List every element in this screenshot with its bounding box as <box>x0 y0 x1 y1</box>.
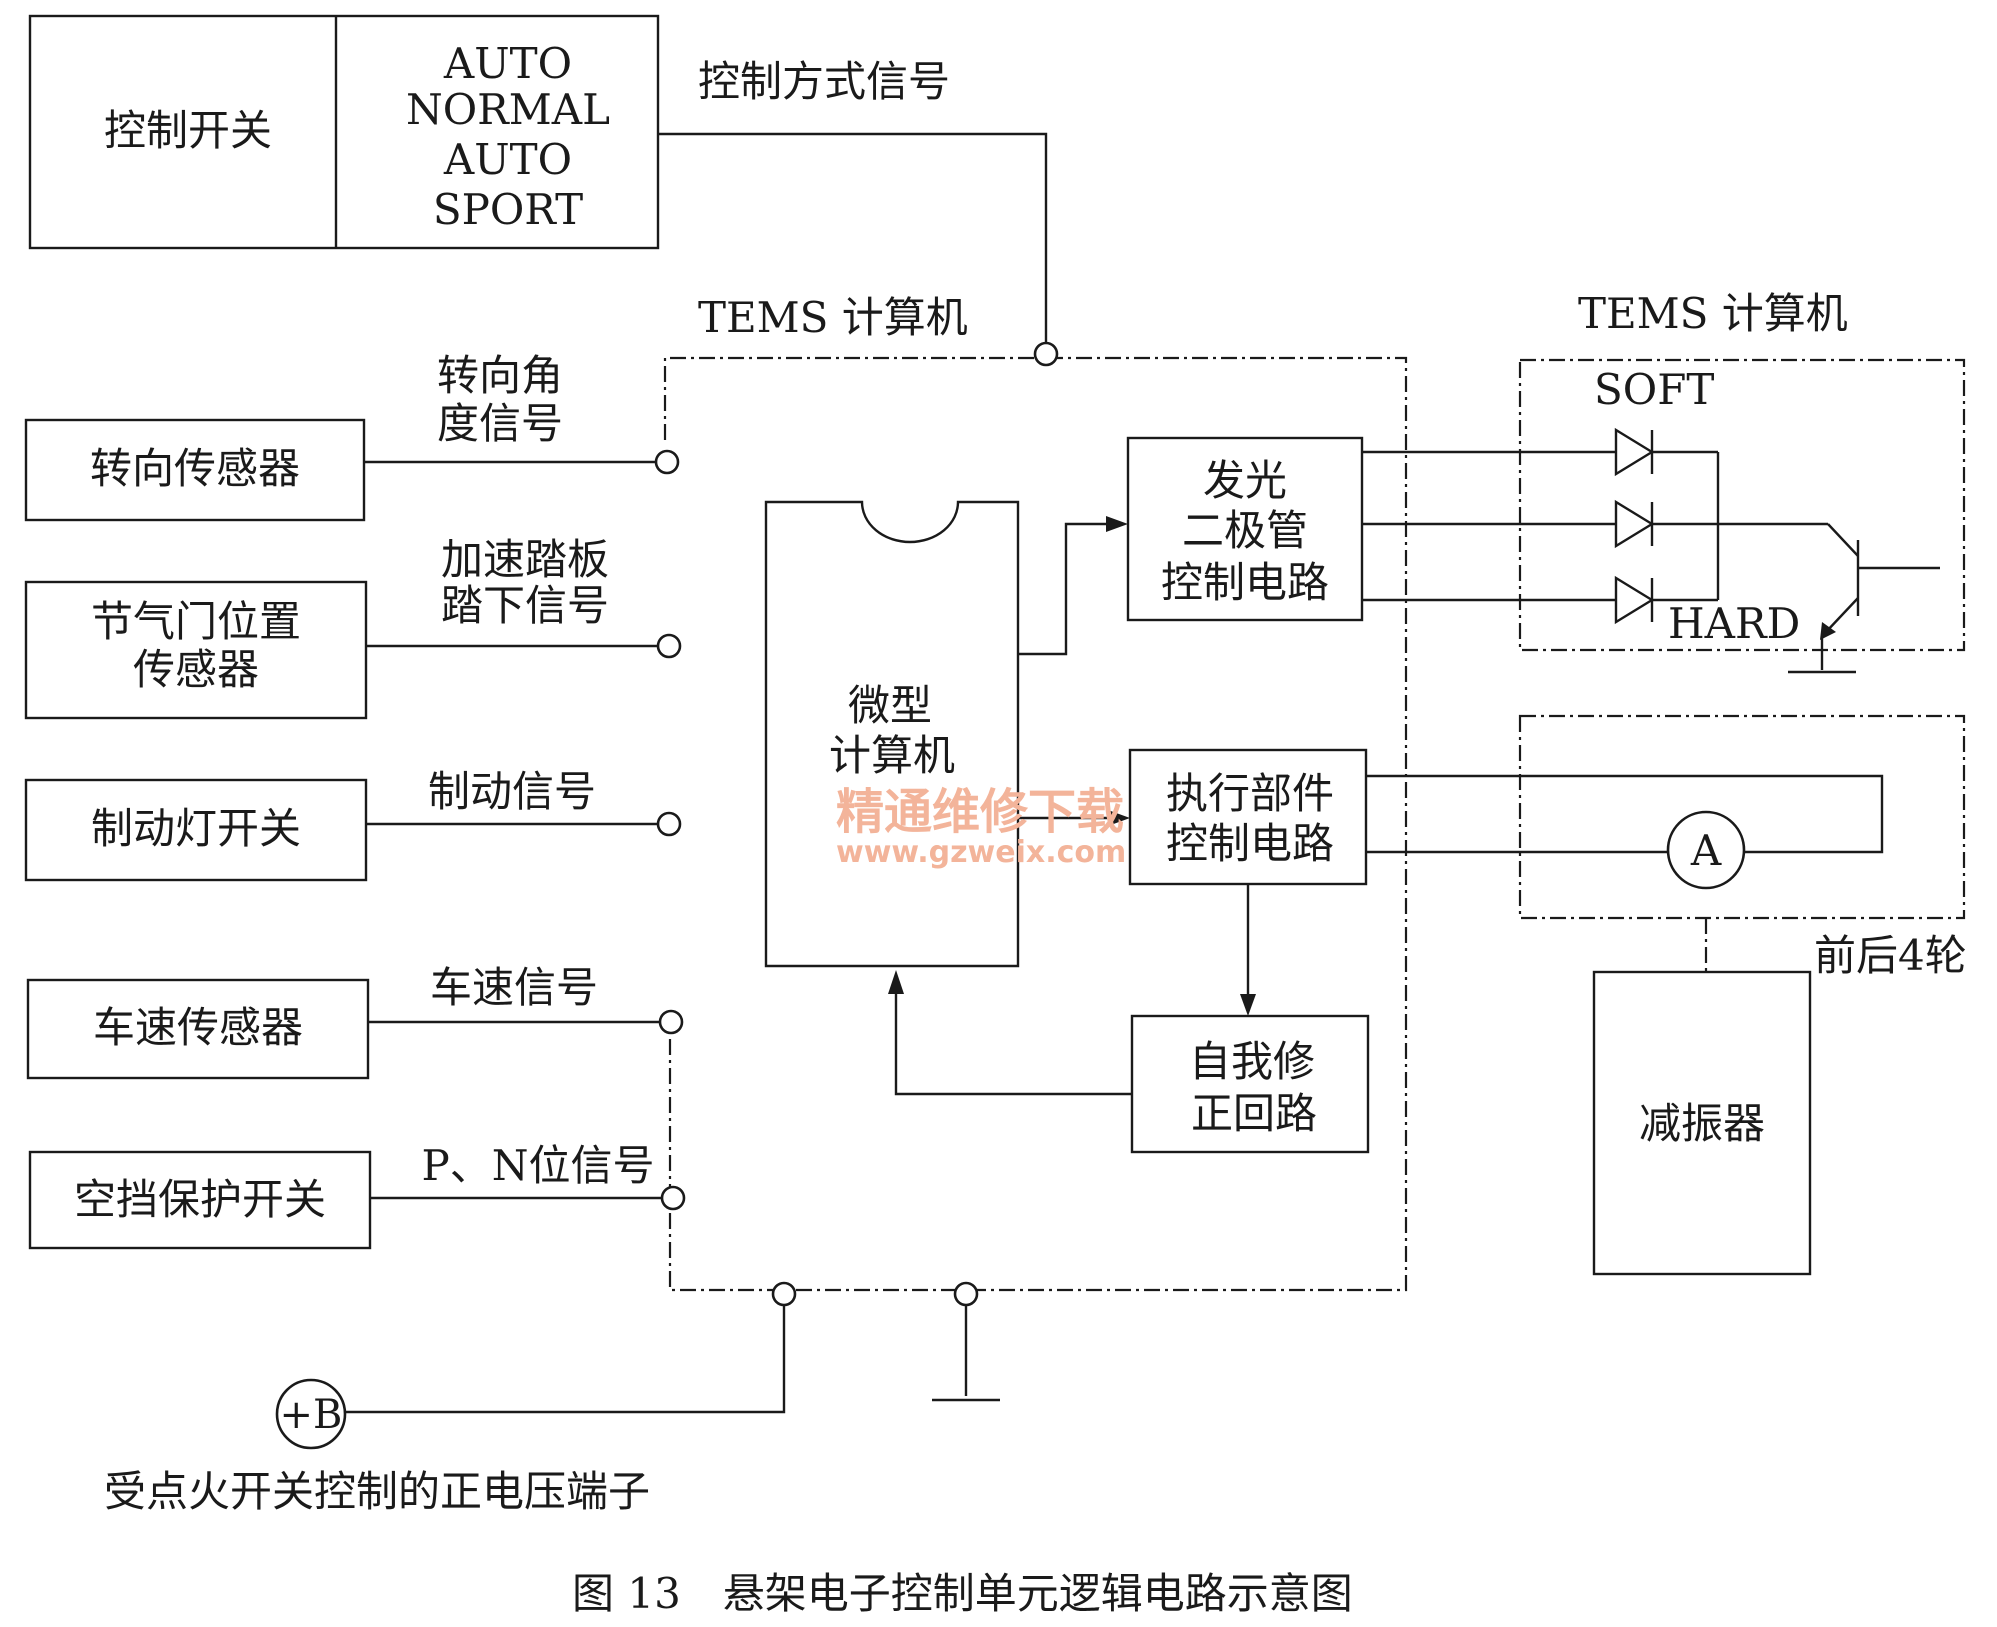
self-repair-line2: 正回路 <box>1191 1089 1317 1138</box>
accelerator-signal-line1: 加速踏板 <box>441 535 609 584</box>
actuator-boundary <box>1518 714 1966 920</box>
led-diode-2 <box>1362 499 1828 549</box>
control-switch-block: 控制开关 AUTO NORMAL AUTO SPORT <box>28 14 660 250</box>
led-diode-3 <box>1362 575 1718 625</box>
control-mode-signal-wire <box>658 132 1048 354</box>
steering-signal-line2: 度信号 <box>437 399 563 448</box>
input-brake: 制动灯开关 制动信号 <box>24 767 682 882</box>
actuator-loop-wire <box>1366 774 1884 854</box>
control-switch-label: 控制开关 <box>104 106 272 155</box>
led-control-box <box>1126 436 1364 622</box>
actuator-control-line1: 执行部件 <box>1166 769 1334 818</box>
plus-b-terminal <box>275 1378 347 1450</box>
accelerator-signal-line2: 踏下信号 <box>441 581 609 630</box>
led-transistor <box>1788 523 1940 674</box>
actuator-symbol <box>1666 810 1746 890</box>
self-repair-line1: 自我修 <box>1189 1037 1315 1086</box>
self-repair-box <box>1130 1014 1370 1154</box>
plus-b-label: +B <box>280 1392 343 1438</box>
brake-switch-box <box>24 778 368 882</box>
brake-terminal <box>656 811 682 837</box>
led-control-line1: 发光 <box>1203 456 1287 505</box>
speed-terminal <box>658 1009 684 1035</box>
damper-box <box>1592 970 1812 1276</box>
neutral-switch-label: 空挡保护开关 <box>74 1175 326 1224</box>
repair-to-micro-arrow <box>888 970 904 994</box>
brake-signal-label: 制动信号 <box>428 767 596 816</box>
neutral-switch-box <box>28 1150 372 1250</box>
steering-terminal <box>654 449 680 475</box>
led-control-circuit: 发光 二极管 控制电路 <box>1126 436 1364 622</box>
microcomputer-line1: 微型 <box>848 681 932 730</box>
throttle-terminal <box>656 633 682 659</box>
mode-normal: NORMAL <box>406 85 610 134</box>
mode-auto-1: AUTO <box>443 39 572 88</box>
hard-label: HARD <box>1668 599 1800 648</box>
control-mode-terminal <box>1033 341 1059 367</box>
speed-sensor-box <box>26 978 370 1080</box>
microcomputer-line2: 计算机 <box>829 731 955 780</box>
micro-to-actuator-arrow <box>1108 810 1130 826</box>
led-diode-1 <box>1362 427 1718 477</box>
actuator-control-circuit: 执行部件 控制电路 <box>1128 748 1368 886</box>
wheels-label: 前后4轮 <box>1814 931 1967 980</box>
input-speed: 车速传感器 车速信号 <box>26 963 684 1080</box>
steering-sensor-box <box>24 418 366 522</box>
tems-computer-title: TEMS 计算机 <box>698 293 968 342</box>
self-repair-circuit: 自我修 正回路 <box>1130 1014 1370 1154</box>
throttle-sensor-line2: 传感器 <box>133 645 259 694</box>
repair-to-micro-wire <box>894 994 1132 1096</box>
actuator-symbol-label: A <box>1690 826 1722 875</box>
mode-sport: SPORT <box>433 185 583 234</box>
power-terminal <box>771 1281 797 1307</box>
microcomputer: 微型 计算机 <box>764 500 1020 968</box>
soft-label: SOFT <box>1594 365 1714 414</box>
micro-to-led-arrow <box>1106 516 1128 532</box>
pn-signal-label: P、N位信号 <box>421 1141 654 1190</box>
input-neutral: 空挡保护开关 P、N位信号 <box>28 1141 686 1250</box>
mode-auto-2: AUTO <box>443 135 572 184</box>
watermark-text: 精通维修下载 <box>836 784 1124 840</box>
power-wire <box>346 1305 786 1414</box>
right-tems-boundary <box>1518 358 1966 652</box>
led-control-line3: 控制电路 <box>1161 558 1329 607</box>
steering-signal-line1: 转向角 <box>437 351 563 400</box>
ground-terminal <box>953 1281 979 1307</box>
actuator-control-line2: 控制电路 <box>1166 819 1334 868</box>
steering-sensor-label: 转向传感器 <box>90 444 300 493</box>
speed-sensor-label: 车速传感器 <box>93 1003 303 1052</box>
microcomputer-box <box>764 500 1020 968</box>
right-tems-title: TEMS 计算机 <box>1578 289 1848 338</box>
micro-to-led-wire <box>1018 522 1110 656</box>
speed-signal-label: 车速信号 <box>430 963 598 1012</box>
figure-caption: 图 13 悬架电子控制单元逻辑电路示意图 <box>572 1569 1353 1618</box>
damper-label: 减振器 <box>1639 1099 1765 1148</box>
input-steering: 转向传感器 转向角 度信号 <box>24 351 680 522</box>
watermark-url: www.gzweix.com <box>836 835 1126 870</box>
tems-computer-boundary <box>663 356 1408 1292</box>
brake-switch-label: 制动灯开关 <box>91 804 301 853</box>
throttle-sensor-box <box>24 580 368 720</box>
actuator-to-repair-arrow <box>1240 994 1256 1016</box>
throttle-sensor-line1: 节气门位置 <box>91 597 301 646</box>
control-mode-signal-label: 控制方式信号 <box>698 57 950 106</box>
power-caption: 受点火开关控制的正电压端子 <box>104 1467 650 1516</box>
led-control-line2: 二极管 <box>1182 506 1308 555</box>
neutral-terminal <box>660 1185 686 1211</box>
input-throttle: 节气门位置 传感器 加速踏板 踏下信号 <box>24 535 682 720</box>
control-switch-box <box>28 14 660 250</box>
